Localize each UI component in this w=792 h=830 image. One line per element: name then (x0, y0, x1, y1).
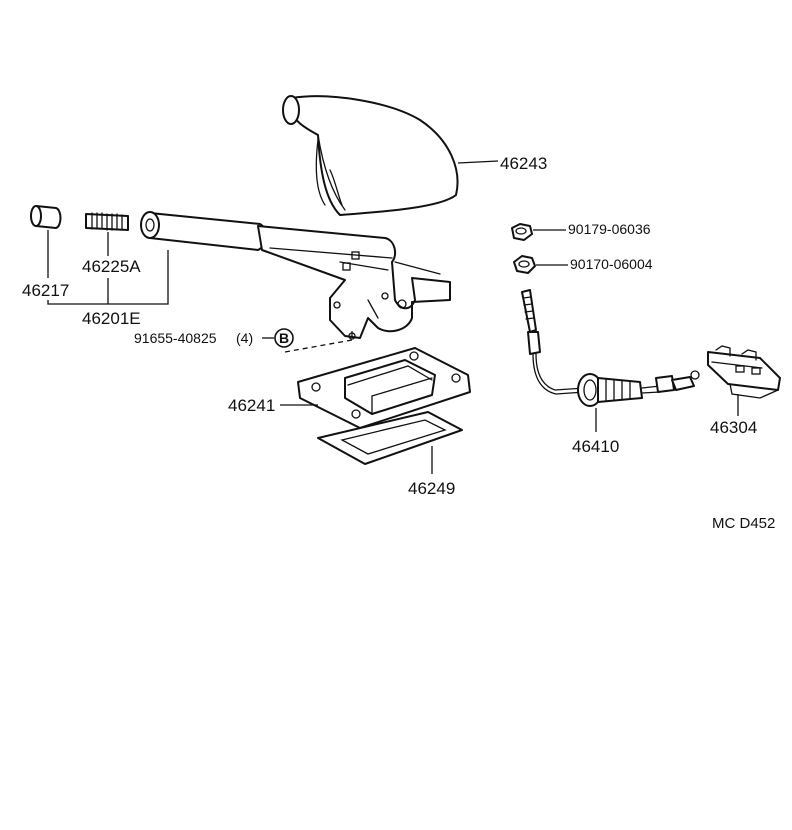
bolt-part-number: 91655-40825 (134, 330, 217, 346)
nut-a-part-number: 90179-06036 (568, 221, 651, 237)
figure-code: MC D452 (712, 515, 775, 532)
spring-part (85, 212, 129, 231)
nut-b-part (513, 255, 536, 274)
bolt-quantity: (4) (236, 330, 253, 346)
nut-a-part (511, 223, 533, 241)
gasket-part-number: 46249 (408, 479, 455, 498)
bolt-reference-letter: B (279, 330, 289, 346)
lever-assembly-part-number: 46201E (82, 309, 141, 328)
cable-clip-part (707, 345, 781, 399)
bracket-gasket-part (317, 411, 463, 465)
boot-part-number: 46243 (500, 154, 547, 173)
lever-bracket-part (297, 347, 471, 429)
parking-brake-lever-part (140, 211, 451, 340)
grip-part (30, 205, 62, 229)
clip-part-number: 46304 (710, 418, 757, 437)
grip-part-number: 46217 (22, 281, 69, 300)
spring-part-number: 46225A (82, 257, 141, 276)
cable-part-number: 46410 (572, 437, 619, 456)
bracket-part-number: 46241 (228, 396, 275, 415)
nut-b-part-number: 90170-06004 (570, 256, 653, 272)
lever-boot-part (282, 95, 459, 216)
brake-cable-part (521, 289, 700, 407)
bolt-reference-circle (274, 328, 294, 348)
